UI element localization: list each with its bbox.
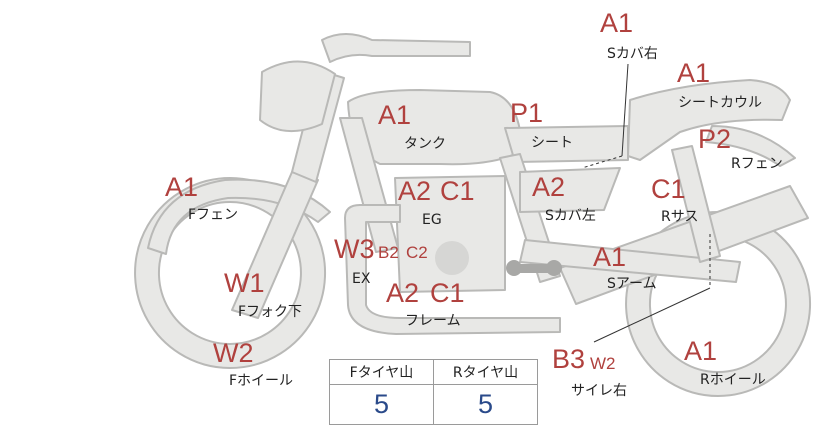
tyre-table-value-row: 5 5	[329, 384, 538, 425]
silencer	[559, 185, 809, 305]
rear-fender	[705, 125, 796, 167]
f-wheel-label: Fホイール	[229, 373, 294, 389]
leader-line	[593, 287, 711, 343]
exhaust-grade-a: W3	[334, 234, 375, 264]
seat-cowl	[627, 79, 791, 161]
engine-grade-b: C1	[440, 176, 475, 206]
rear-shock	[671, 145, 721, 263]
footpeg-end	[546, 260, 562, 276]
seat	[504, 125, 629, 163]
s-cover-l-grade: A2	[532, 172, 566, 202]
swing-arm	[519, 239, 741, 283]
seat-grade: P1	[510, 98, 544, 128]
side-cover	[519, 167, 621, 213]
headlight	[259, 60, 336, 133]
silencer-r-label: サイレ右	[571, 383, 627, 399]
f-wheel-grade: W2	[213, 338, 254, 368]
r-suspension-grade: C1	[651, 174, 686, 204]
f-fender-label: Fフェン	[188, 207, 239, 223]
r-wheel-label: Rホイール	[700, 372, 766, 388]
fuel-tank	[347, 89, 523, 166]
engine-grade-a: A2	[398, 176, 432, 206]
engine-block	[394, 175, 506, 293]
front-tyre-value: 5	[329, 384, 434, 425]
r-fender-label: Rフェン	[731, 156, 783, 172]
swing-arm-label: Sアーム	[607, 276, 657, 292]
tyre-tread-table: Fタイヤ山 Rタイヤ山 5 5	[329, 359, 538, 425]
exhaust-pipe	[344, 204, 561, 335]
front-tyre-header: Fタイヤ山	[329, 359, 434, 385]
s-cover-r-grade: A1	[600, 8, 634, 38]
f-fork-lower-grade: W1	[224, 268, 265, 298]
f-fender-grade: A1	[165, 172, 199, 202]
engine-case	[435, 241, 469, 275]
seat-label: シート	[531, 135, 573, 151]
r-wheel-grade: A1	[684, 336, 718, 366]
tank-label: タンク	[404, 136, 446, 152]
leader-line	[621, 63, 629, 157]
seat-cowl-label: シートカウル	[678, 95, 762, 111]
s-cover-l-label: Sカバ左	[545, 208, 596, 224]
handlebar	[321, 33, 471, 63]
tank-grade: A1	[378, 100, 412, 130]
frame-grade-b: C1	[430, 278, 465, 308]
leader-line	[581, 155, 623, 169]
engine-label: EG	[422, 212, 442, 228]
f-fork-lower-label: Fフォク下	[238, 304, 303, 320]
s-cover-r-label: Sカバ右	[607, 46, 658, 62]
exhaust-grade-c: C2	[406, 243, 428, 262]
silencer-r-grade-a: B3	[552, 344, 586, 374]
tyre-table-header-row: Fタイヤ山 Rタイヤ山	[329, 359, 538, 385]
r-fender-grade: P2	[698, 124, 732, 154]
frame-label: フレーム	[405, 313, 461, 329]
rear-tyre-value: 5	[433, 384, 538, 425]
exhaust-grade-b: B2	[378, 243, 399, 262]
exhaust-label: EX	[352, 271, 371, 287]
silencer-r-grade-b: W2	[590, 354, 616, 373]
frame-grade-a: A2	[386, 278, 420, 308]
rear-tyre-header: Rタイヤ山	[433, 359, 538, 385]
r-suspension-label: Rサス	[661, 209, 699, 225]
seat-cowl-grade: A1	[677, 58, 711, 88]
footpeg-end	[506, 260, 522, 276]
swing-arm-grade: A1	[593, 242, 627, 272]
